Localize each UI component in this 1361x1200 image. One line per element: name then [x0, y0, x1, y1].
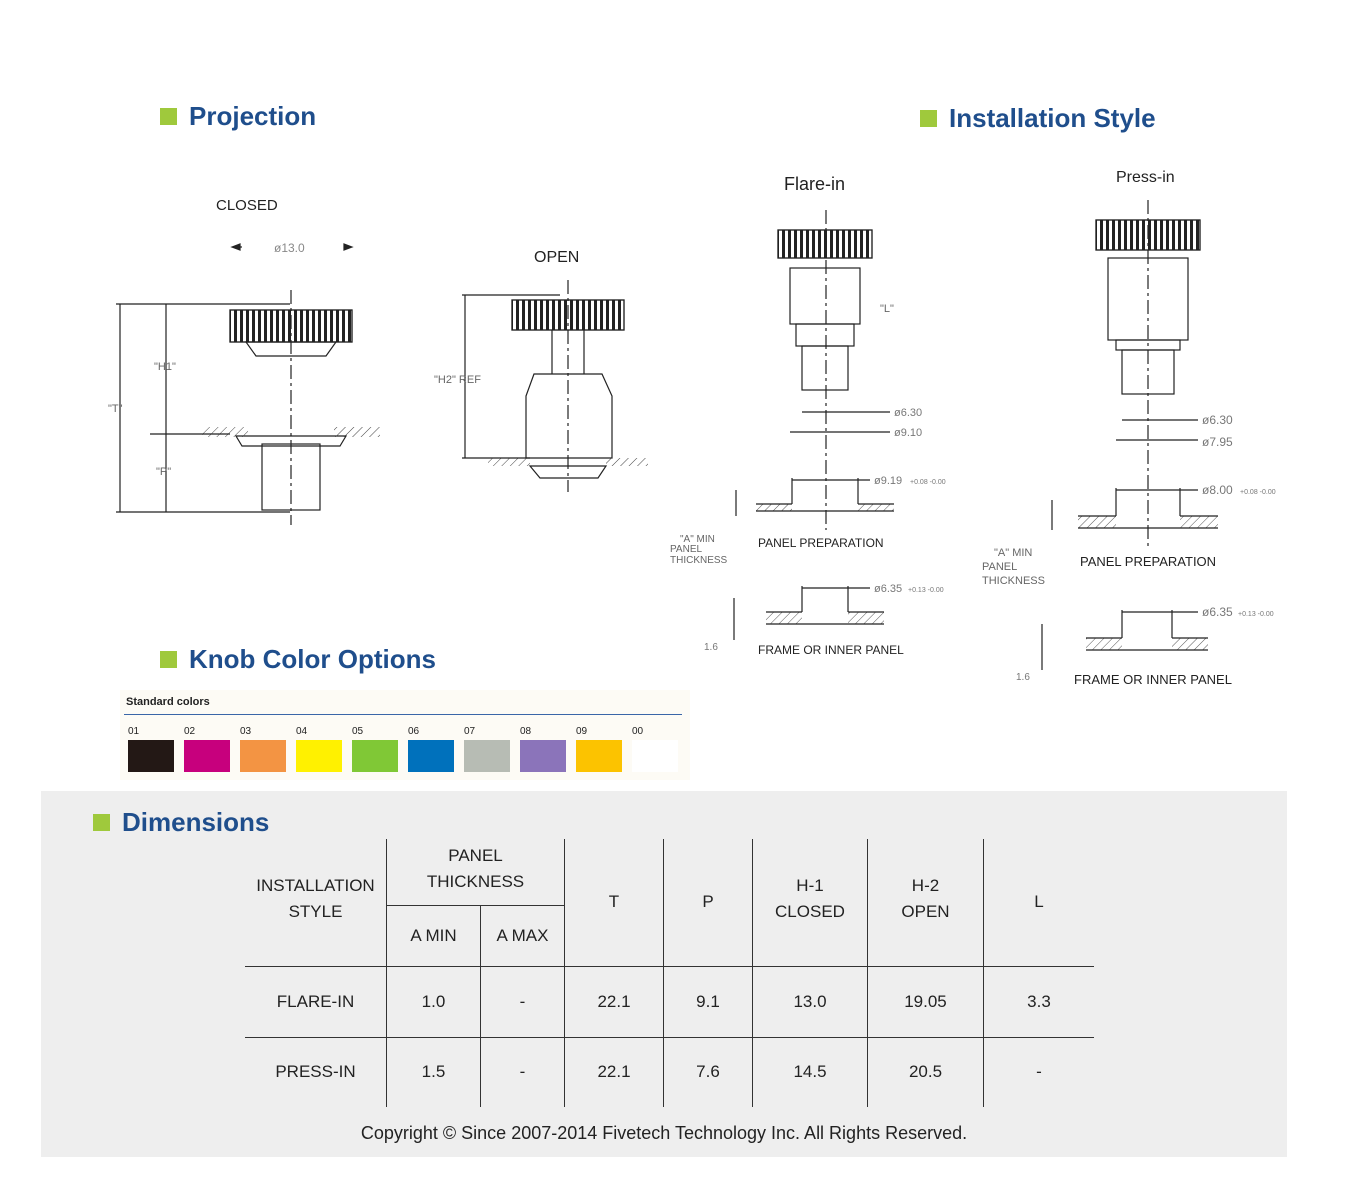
table-row: PRESS-IN 1.5 - 22.1 7.6 14.5 20.5 -: [245, 1037, 1094, 1107]
h1-label: "H1": [154, 361, 176, 373]
press-d2-label: ø7.95: [1202, 435, 1233, 449]
dimensions-title: Dimensions: [93, 807, 269, 838]
swatch-box: [576, 740, 622, 772]
divider: [124, 714, 682, 715]
flare-a-min-1: "A" MIN: [680, 534, 715, 545]
bullet-square-icon: [160, 651, 177, 668]
header-a-max: A MAX: [480, 905, 565, 967]
installation-title: Installation Style: [920, 103, 1156, 134]
press-frame-t: 1.6: [1016, 672, 1030, 683]
press-frame-hole: ø6.35: [1202, 605, 1233, 619]
h2-ref-label: "H2" REF: [434, 374, 481, 386]
color-swatch: 04: [296, 726, 342, 772]
color-swatch: 05: [352, 726, 398, 772]
knob-colors-title: Knob Color Options: [160, 644, 436, 675]
color-swatch: 09: [576, 726, 622, 772]
table-row: FLARE-IN 1.0 - 22.1 9.1 13.0 19.05 3.3: [245, 966, 1094, 1038]
open-label: OPEN: [534, 249, 580, 266]
header-l: L: [983, 839, 1094, 967]
flare-frame-tol: +0.13 -0.00: [908, 587, 944, 594]
header-t: T: [564, 839, 664, 967]
header-a-min: A MIN: [386, 905, 481, 967]
press-d1-label: ø6.30: [1202, 413, 1233, 427]
bullet-square-icon: [160, 108, 177, 125]
swatch-box: [296, 740, 342, 772]
swatch-box: [352, 740, 398, 772]
color-swatch: 08: [520, 726, 566, 772]
color-swatch: 06: [408, 726, 454, 772]
press-a-min-3: THICKNESS: [982, 575, 1045, 587]
flare-frame-label: FRAME OR INNER PANEL: [758, 643, 904, 657]
header-p: P: [663, 839, 753, 967]
flare-a-min-2: PANEL: [670, 544, 702, 555]
swatch-box: [184, 740, 230, 772]
bullet-square-icon: [920, 110, 937, 127]
press-frame-label: FRAME OR INNER PANEL: [1074, 672, 1232, 687]
flare-d1-label: ø6.30: [894, 407, 922, 419]
color-swatch: 03: [240, 726, 286, 772]
swatch-box: [520, 740, 566, 772]
t-label: "T": [108, 403, 123, 415]
swatch-box: [240, 740, 286, 772]
flare-panel-prep: PANEL PREPARATION: [758, 536, 884, 550]
press-a-min-2: PANEL: [982, 561, 1017, 573]
flare-hole-tol: +0.08 -0.00: [910, 479, 946, 486]
standard-colors-panel: Standard colors 01 02 03 04 05 06 07 08 …: [120, 690, 690, 780]
flare-d2-label: ø9.10: [894, 427, 922, 439]
closed-label: CLOSED: [216, 197, 278, 214]
copyright-text: Copyright © Since 2007-2014 Fivetech Tec…: [360, 1123, 968, 1143]
flare-a-min-3: THICKNESS: [670, 555, 728, 566]
flare-frame-t: 1.6: [704, 642, 718, 653]
swatch-box: [408, 740, 454, 772]
dia-closed-label: ø13.0: [274, 241, 305, 255]
press-hole-tol: +0.08 -0.00: [1240, 489, 1276, 496]
press-a-min-1: "A" MIN: [994, 547, 1032, 559]
press-hole-label: ø8.00: [1202, 483, 1233, 497]
flare-in-label: Flare-in: [784, 174, 845, 194]
flare-hole-label: ø9.19: [874, 475, 902, 487]
standard-colors-heading: Standard colors: [126, 696, 210, 708]
swatch-box: [632, 740, 678, 772]
color-swatch: 02: [184, 726, 230, 772]
color-swatch: 07: [464, 726, 510, 772]
color-swatch: 00: [632, 726, 678, 772]
color-swatch: 01: [128, 726, 174, 772]
press-in-label: Press-in: [1116, 169, 1175, 186]
press-frame-tol: +0.13 -0.00: [1238, 611, 1274, 618]
l-label: "L": [880, 303, 894, 315]
flare-frame-hole: ø6.35: [874, 583, 902, 595]
bullet-square-icon: [93, 814, 110, 831]
projection-drawing: ø13.0 "H1" "T" "P" "H2" REF: [108, 241, 648, 525]
installation-drawing: Flare-in Press-in "L" ø6.30 ø9.10 ø9.19 …: [670, 169, 1276, 687]
swatch-box: [464, 740, 510, 772]
p-label: "P": [156, 466, 171, 478]
swatch-box: [128, 740, 174, 772]
press-panel-prep: PANEL PREPARATION: [1080, 554, 1216, 569]
projection-title: Projection: [160, 101, 316, 132]
